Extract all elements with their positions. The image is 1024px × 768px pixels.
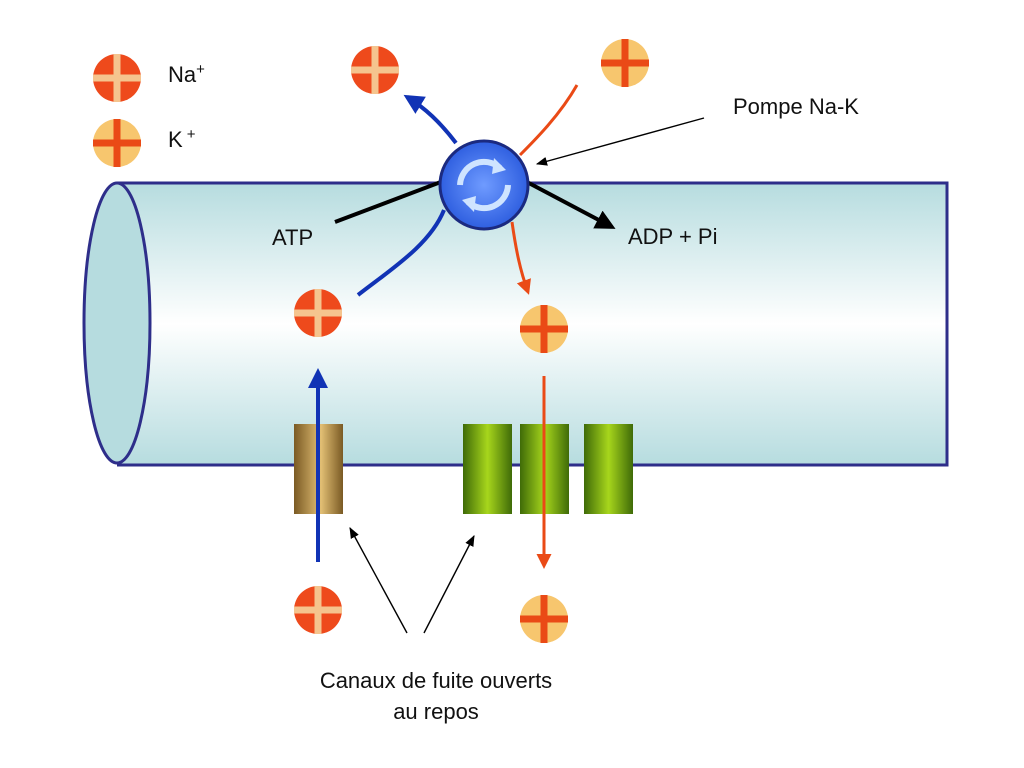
atp-line bbox=[334, 178, 447, 224]
cell-cylinder bbox=[82, 181, 949, 467]
na-k-pump bbox=[438, 139, 530, 231]
pump-label: Pompe Na-K bbox=[733, 94, 859, 119]
na-into-pump-arrow bbox=[356, 209, 446, 297]
k-leak-channel-1 bbox=[463, 424, 512, 514]
k-ion-outside-leak bbox=[520, 595, 568, 643]
adp-label: ADP + Pi bbox=[628, 224, 717, 249]
adp-arrow bbox=[524, 179, 616, 229]
na-ion-outside-leak bbox=[294, 586, 342, 634]
atp-label: ATP bbox=[272, 225, 313, 250]
na-out-of-pump-arrow bbox=[403, 94, 458, 145]
na-ion-legend bbox=[93, 54, 141, 102]
k-out-of-pump-arrow bbox=[510, 221, 531, 295]
k-into-pump-arrow bbox=[518, 84, 579, 157]
pump-body bbox=[438, 139, 530, 231]
pump-pointer bbox=[535, 117, 705, 166]
channels-label-line2: au repos bbox=[393, 699, 479, 724]
na-ion-outside-pumped bbox=[351, 46, 399, 94]
legend-na-label: Na+ bbox=[168, 61, 205, 87]
channels-pointer-left bbox=[349, 527, 408, 634]
channels-pointer-right bbox=[423, 535, 475, 634]
channels-label-line1: Canaux de fuite ouverts bbox=[320, 668, 552, 693]
na-ion-inside bbox=[294, 289, 342, 337]
k-ion-legend bbox=[93, 119, 141, 167]
k-ion-outside bbox=[601, 39, 649, 87]
legend-k-label: K+ bbox=[168, 126, 196, 152]
k-ion-inside-pumped bbox=[520, 305, 568, 353]
cylinder-end-cap bbox=[82, 181, 152, 465]
k-leak-channel-3 bbox=[584, 424, 633, 514]
